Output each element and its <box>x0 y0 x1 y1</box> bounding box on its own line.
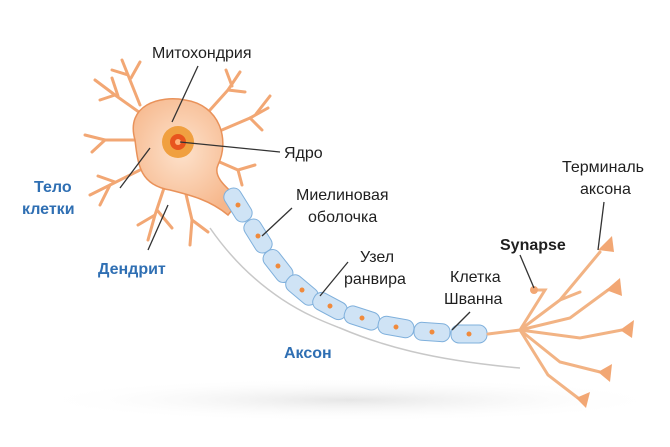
myelin-segment <box>450 324 488 344</box>
label-node-1: Узел <box>360 249 394 266</box>
terminal-knobs <box>530 236 634 408</box>
nucleus-core <box>175 139 181 145</box>
myelin-sheath <box>223 187 488 344</box>
pointer-schwann <box>451 311 471 331</box>
axon-bracket <box>209 227 521 369</box>
myelin-segment <box>343 305 381 331</box>
dendrites <box>83 58 272 247</box>
axon-terminals <box>486 250 624 400</box>
myelin-segment <box>413 321 451 343</box>
label-myelin-1: Миелиновая <box>296 187 389 204</box>
label-terminal-1: Терминаль <box>562 159 644 176</box>
label-terminal-2: аксона <box>580 181 631 198</box>
myelin-segment <box>377 315 415 339</box>
label-axon: Аксон <box>284 345 332 362</box>
label-node-2: ранвира <box>344 271 406 288</box>
pointer-dendrite <box>147 204 169 251</box>
label-schwann-1: Клетка <box>450 269 501 286</box>
label-cell-body-1: Тело <box>34 179 72 196</box>
pointer-lines <box>119 65 605 331</box>
label-mitochondria: Митохондрия <box>152 45 252 62</box>
label-dendrite: Дендрит <box>98 261 166 278</box>
myelin-segment <box>223 187 253 223</box>
cell-body <box>132 98 242 217</box>
pointer-mitochondria <box>171 65 199 123</box>
pointer-terminal <box>597 201 605 251</box>
pointer-node <box>319 261 349 297</box>
label-myelin-2: оболочка <box>308 209 377 226</box>
pointer-myelin <box>261 207 293 237</box>
label-nucleus: Ядро <box>284 145 323 162</box>
ground-shadow <box>30 378 670 422</box>
pointer-cell-body <box>119 147 151 189</box>
pointer-synapse <box>519 254 535 289</box>
pointer-nucleus <box>179 141 281 153</box>
label-cell-body-2: клетки <box>22 201 75 218</box>
label-schwann-2: Шванна <box>444 291 503 308</box>
label-synapse: Synapse <box>500 237 566 254</box>
